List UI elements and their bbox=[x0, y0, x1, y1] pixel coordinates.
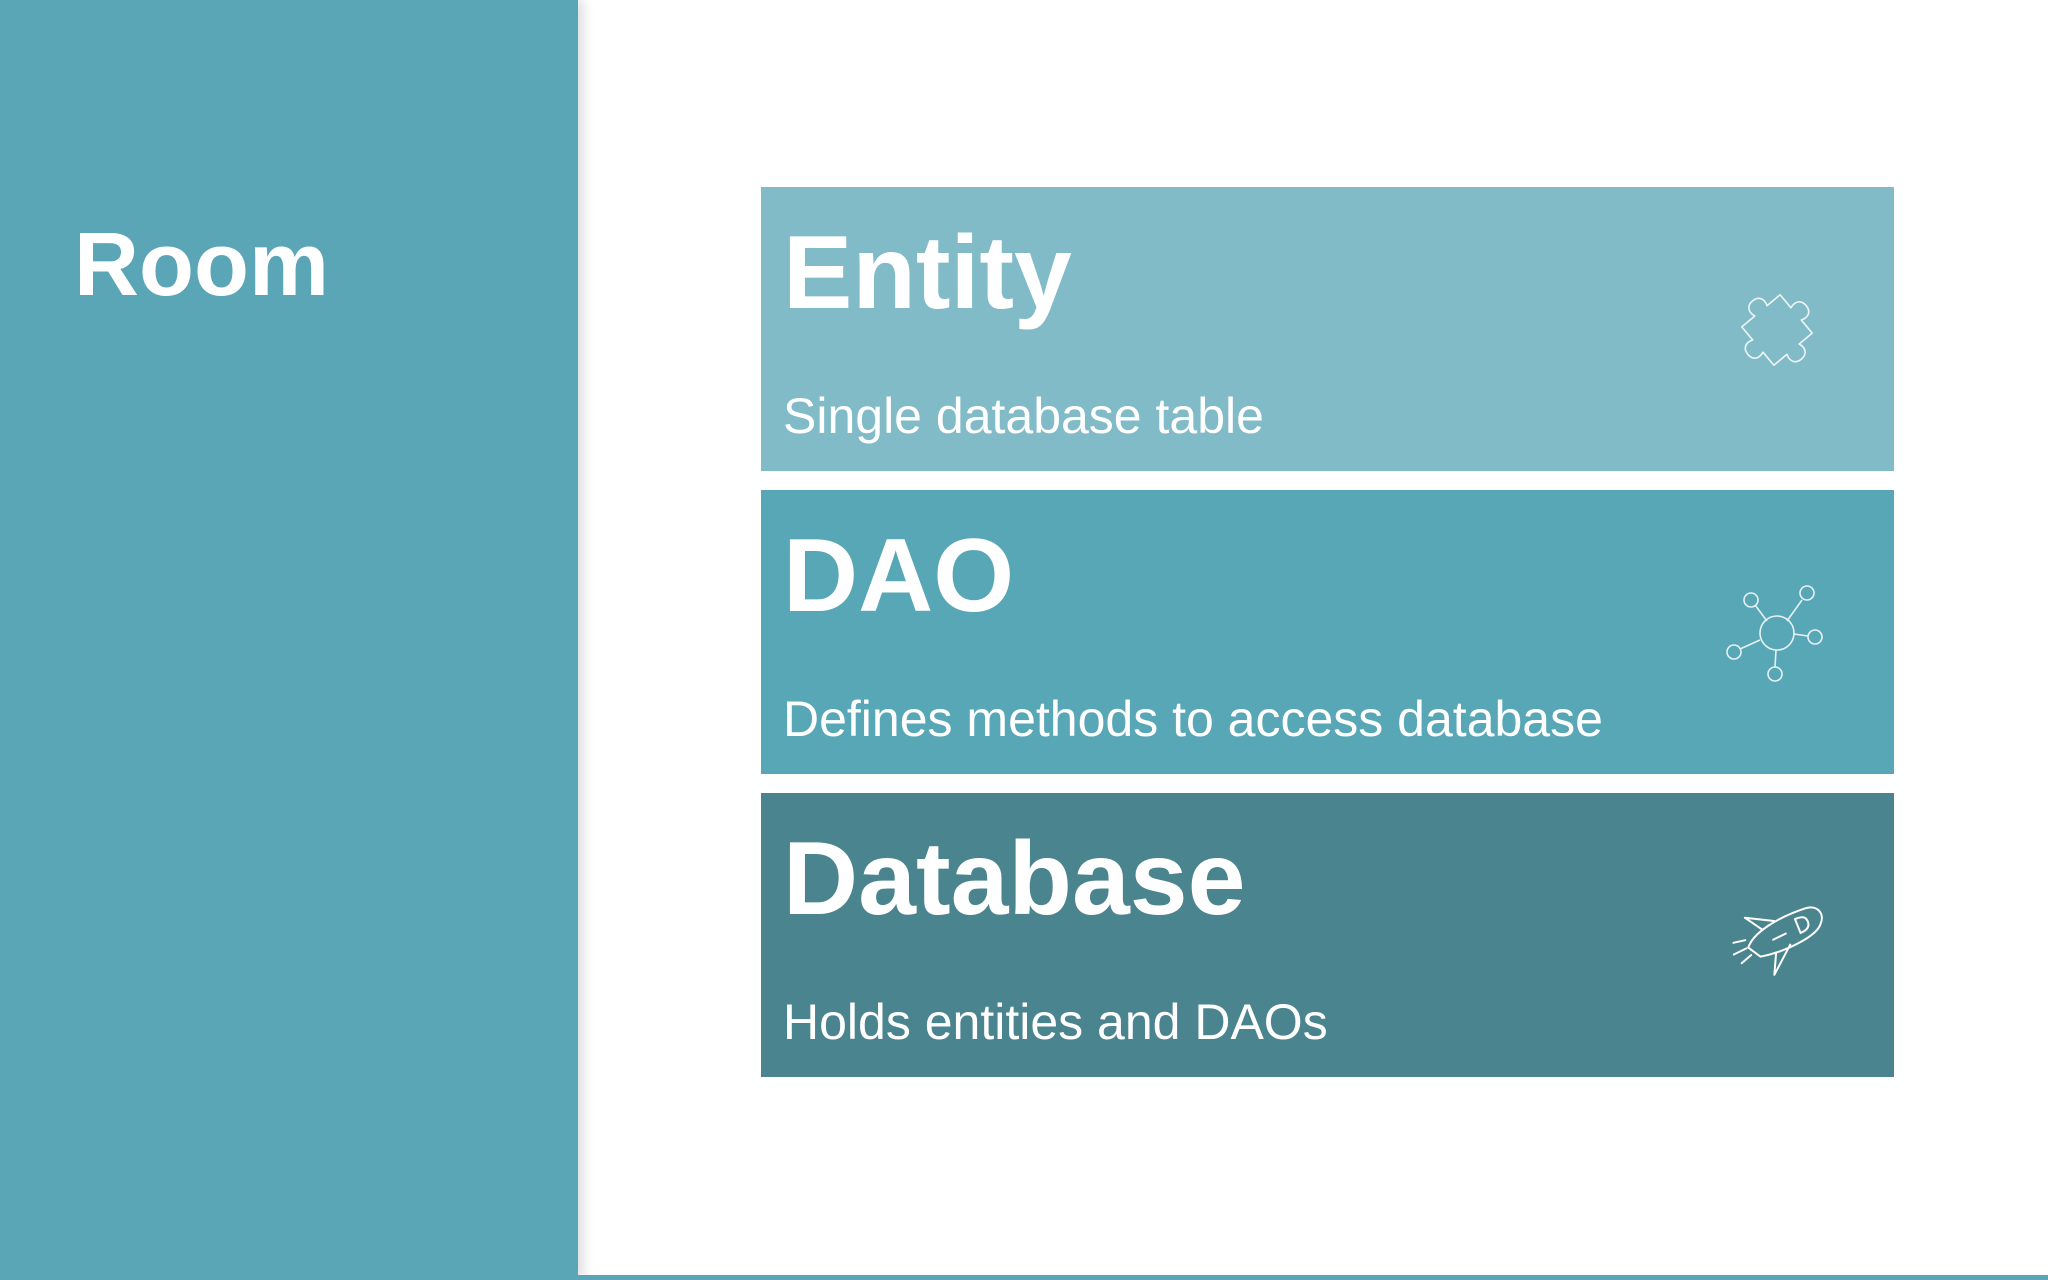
bottom-accent-line bbox=[578, 1275, 2048, 1280]
card-database: Database Holds entities and DAOs bbox=[761, 793, 1894, 1077]
card-subtitle: Defines methods to access database bbox=[783, 691, 1603, 747]
network-nodes-icon bbox=[1722, 578, 1832, 688]
card-entity: Entity Single database table bbox=[761, 187, 1894, 471]
card-title: Database bbox=[783, 821, 1246, 937]
rocket-icon bbox=[1722, 881, 1832, 991]
card-subtitle: Single database table bbox=[783, 388, 1264, 444]
sidebar-title: Room bbox=[74, 215, 329, 315]
card-dao: DAO Defines methods to access database bbox=[761, 490, 1894, 774]
puzzle-piece-icon bbox=[1722, 275, 1832, 385]
card-title: DAO bbox=[783, 518, 1015, 634]
card-title: Entity bbox=[783, 215, 1072, 331]
sidebar-panel: Room bbox=[0, 0, 578, 1280]
card-subtitle: Holds entities and DAOs bbox=[783, 994, 1328, 1050]
